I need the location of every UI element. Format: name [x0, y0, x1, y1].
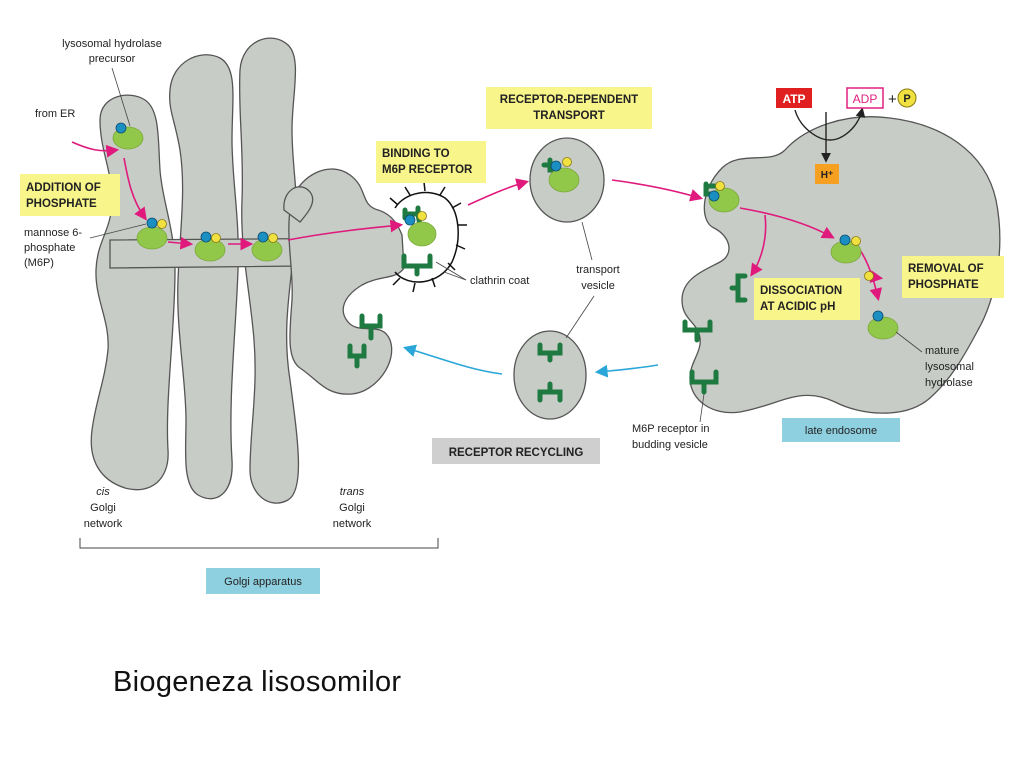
golgi-trans-bud: [283, 186, 314, 223]
box-dissociation-line2: AT ACIDIC pH: [760, 301, 835, 313]
receptor-endosome-2: [682, 319, 713, 343]
golgi-apparatus: [90, 37, 405, 504]
receptor-vesicle-recycle-top: [537, 342, 563, 363]
arrow-to-receptor: [750, 214, 767, 277]
receptor-trans-bud: [359, 313, 383, 341]
arrow-down-cis: [123, 157, 147, 221]
arrow-to-hydrolase: [739, 207, 835, 239]
hydrolase-mature: [867, 316, 899, 340]
hydrolase-cis: [136, 226, 168, 250]
receptor-endosome-1: [729, 273, 748, 303]
atp-group: ATP ADP + P H⁺: [776, 87, 917, 184]
label-mannose-1: mannose 6-: [24, 227, 82, 239]
late-endosome: [681, 116, 1001, 414]
plus-sign: +: [888, 91, 897, 108]
adp-box: [846, 87, 884, 109]
adp-label: ADP: [853, 92, 878, 106]
hydrolase-medial-2: [251, 238, 283, 262]
arrow-to-endosome: [611, 179, 704, 202]
box-golgi-apparatus: [206, 568, 320, 594]
label-trans-2: Golgi: [339, 502, 365, 514]
label-trans-3: network: [333, 518, 372, 530]
receptor-vesicle-recycle-bottom: [537, 381, 563, 403]
receptor-trans-bud-2: [347, 343, 367, 369]
hydrolases: [112, 126, 899, 340]
box-binding-line2: M6P RECEPTOR: [382, 164, 473, 176]
arrow-golgi-3: [287, 219, 404, 241]
label-mannose-2: phosphate: [24, 242, 75, 254]
box-dissociation-line1: DISSOCIATION: [760, 285, 842, 297]
proton-pump: [794, 107, 866, 163]
label-from-er: from ER: [35, 108, 75, 120]
golgi-trans-network: [288, 168, 405, 395]
label-cis-2: Golgi: [90, 502, 116, 514]
label-hydrolase-precursor-2: precursor: [89, 53, 136, 65]
box-transport-line1: RECEPTOR-DEPENDENT: [500, 94, 638, 106]
hydrolase-vesicle: [548, 167, 580, 193]
m6p-receptors: [347, 157, 748, 403]
label-mature-2: lysosomal: [925, 361, 974, 373]
box-late-endosome: [782, 418, 900, 442]
box-receptor-transport: [486, 87, 652, 129]
proton-box: [815, 164, 839, 184]
golgi-cisterna-medial-1: [169, 54, 239, 500]
label-transport-vesicle-2: vesicle: [581, 280, 615, 292]
hydrolase-medial-1: [194, 238, 226, 262]
mannose-dots: [115, 122, 884, 322]
label-mature-1: mature: [925, 345, 959, 357]
label-trans-1: trans: [340, 486, 365, 498]
box-receptor-recycling: [432, 438, 600, 464]
box-addition-line2: PHOSPHATE: [26, 198, 97, 210]
arrow-recycle-1: [402, 344, 503, 375]
label-mature-3: hydrolase: [925, 377, 973, 389]
label-m6p-receptor-1: M6P receptor in: [632, 423, 709, 435]
box-removal-line2: PHOSPHATE: [908, 279, 979, 291]
box-golgi-apparatus-text: Golgi apparatus: [224, 576, 302, 588]
label-clathrin-coat: clathrin coat: [470, 275, 529, 287]
label-transport-vesicle-1: transport: [576, 264, 619, 276]
box-addition-line1: ADDITION OF: [26, 182, 101, 194]
receptor-budding-golgi: [401, 253, 433, 277]
phosphate-dots: [157, 157, 874, 281]
proton-label: H⁺: [821, 170, 834, 181]
box-transport-line2: TRANSPORT: [533, 110, 605, 122]
atp-label: ATP: [782, 92, 805, 106]
box-removal-line1: REMOVAL OF: [908, 263, 984, 275]
atp-box: [776, 88, 812, 108]
box-binding-line1: BINDING TO: [382, 148, 450, 160]
label-mannose-3: (M6P): [24, 257, 54, 269]
label-cis-3: network: [84, 518, 123, 530]
arrow-from-er: [71, 141, 120, 158]
box-recycling-text: RECEPTOR RECYCLING: [449, 447, 584, 459]
phosphate-circle: [897, 88, 917, 108]
box-dissociation: [754, 278, 860, 320]
hydrolase-binding: [407, 221, 437, 247]
golgi-cisterna-medial-2: [238, 37, 300, 504]
golgi-bracket: [79, 538, 439, 549]
box-removal-phosphate: [902, 256, 1004, 298]
label-m6p-receptor-2: budding vesicle: [632, 439, 708, 451]
box-binding-receptor: [376, 141, 486, 183]
receptor-endosome-3: [689, 369, 719, 395]
highlight-boxes: ADDITION OF PHOSPHATE BINDING TO M6P REC…: [20, 87, 1004, 594]
box-late-endosome-text: late endosome: [805, 425, 877, 437]
clathrin-coat: [389, 181, 467, 293]
slide-caption: Biogeneza lisosomilor: [113, 666, 402, 698]
arrow-to-vesicle: [467, 178, 530, 206]
arrow-golgi-1: [167, 236, 194, 250]
label-hydrolase-precursor-1: lysosomal hydrolase: [62, 38, 162, 50]
box-addition-phosphate: [20, 174, 120, 216]
vesicle-recycling: [513, 330, 587, 420]
phosphate-letter: P: [903, 93, 910, 105]
arrow-recycle-2: [594, 364, 659, 378]
blue-arrows: [402, 344, 659, 378]
golgi-cisterna-cis: [90, 94, 176, 491]
diagram-labels: lysosomal hydrolase precursor from ER ma…: [24, 38, 974, 549]
label-cis-1: cis: [96, 486, 110, 498]
